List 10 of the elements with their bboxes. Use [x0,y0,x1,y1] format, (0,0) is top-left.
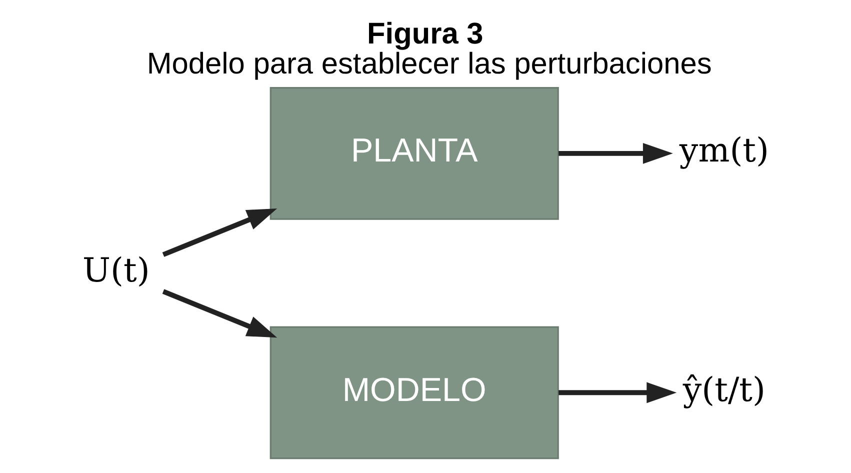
node-text: ym(t) [678,130,768,170]
node-box: MODELO [269,326,558,460]
arrow [558,382,676,404]
node-box: PLANTA [269,86,558,220]
node-text: ŷ(t/t) [682,370,765,409]
arrow [162,289,277,338]
node-text: U(t) [82,250,150,290]
arrow [162,208,277,257]
diagram-title: Figura 3 [366,18,483,51]
arrow [558,142,672,164]
